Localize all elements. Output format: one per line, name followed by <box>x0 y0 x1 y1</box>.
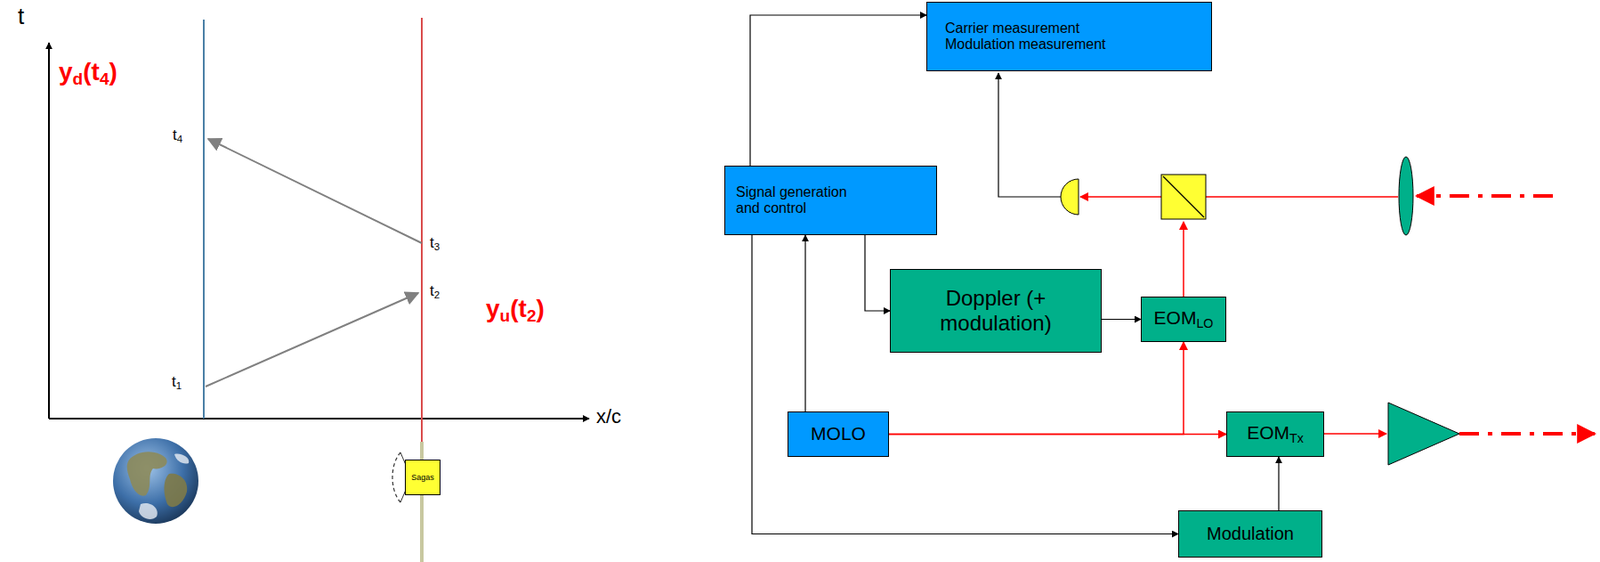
subscript-text: 4 <box>99 69 110 89</box>
node-text-block: MOLO <box>810 422 866 445</box>
optical-beam <box>1324 432 1387 435</box>
beam-splitter <box>1161 174 1206 219</box>
axis-label: t <box>171 372 177 390</box>
axis-label: y <box>58 57 73 86</box>
received-beam <box>1416 193 1553 198</box>
subscript-text: Tx <box>1289 430 1304 445</box>
space-axis <box>48 417 590 420</box>
transmitted-beam <box>1459 431 1595 436</box>
spacecraft-dish <box>392 452 406 502</box>
node-text-block: Sagas <box>411 472 435 482</box>
illustration <box>48 17 1595 562</box>
axis-label: (t <box>82 57 100 86</box>
axis-label: y <box>485 294 501 323</box>
axis-label-group: t1 <box>171 373 182 392</box>
modulator-box: EOMLO <box>1140 296 1227 342</box>
subscript-text: 1 <box>176 379 182 391</box>
axis-label: (t <box>509 294 527 323</box>
axis-label: ) <box>535 294 544 323</box>
optical-connector <box>888 341 1184 435</box>
signal-connector <box>864 234 890 311</box>
subscript-text: LO <box>1195 315 1213 331</box>
subscript-text: 4 <box>177 133 183 145</box>
earth-picture <box>113 437 199 524</box>
axis-label-group: yd(t4) <box>58 58 118 89</box>
spacecraft-box: Sagas <box>404 459 441 495</box>
subscript-text: d <box>72 69 84 89</box>
node-label: Modulation <box>1206 523 1294 544</box>
axis-label-group: t3 <box>429 234 440 253</box>
signal-connector <box>1277 456 1279 510</box>
signal-connector <box>1101 318 1141 320</box>
axis-label: t <box>172 126 178 144</box>
sagas-worldline <box>420 17 423 460</box>
node-text-block: EOMTx <box>1246 421 1304 445</box>
node-text-block: Carrier measurementModulation measuremen… <box>945 20 1107 54</box>
lens <box>1398 156 1414 235</box>
signal-connector <box>750 15 927 166</box>
signal-connector <box>751 234 1179 534</box>
node-label: Doppler (+ modulation) <box>906 285 1085 335</box>
laser-box: MOLO <box>787 411 889 457</box>
axis-label: t <box>429 282 435 299</box>
modulator-box: EOMTx <box>1226 411 1325 457</box>
node-label: MOLO <box>810 422 866 445</box>
subscript-text: 3 <box>434 241 440 252</box>
node-label: Carrier measurement <box>945 20 1107 37</box>
subscript-text: 2 <box>434 289 440 300</box>
doppler-box: Doppler (+ modulation) <box>889 268 1102 353</box>
node-text-block: Modulation <box>1206 523 1294 544</box>
axis-label-group: t2 <box>429 282 440 301</box>
node-text-block: Doppler (+ modulation) <box>906 285 1085 335</box>
time-axis <box>48 42 50 419</box>
axis-label-group: yu(t2) <box>485 295 545 326</box>
modulation-box: Modulation <box>1178 509 1323 558</box>
control-box: Signal generation and control <box>724 165 938 235</box>
node-label: EOM <box>1246 421 1290 443</box>
axis-label: t <box>17 2 25 30</box>
node-label: Modulation measurement <box>945 36 1107 53</box>
amplifier <box>1388 402 1460 465</box>
axis-label-group: t4 <box>172 127 183 146</box>
uplink-ray <box>205 292 419 387</box>
axis-label: t <box>429 234 435 251</box>
optical-beam <box>1080 195 1398 198</box>
photodetector <box>1060 178 1079 215</box>
signal-connector <box>804 234 806 412</box>
subscript-text: u <box>500 306 511 325</box>
optical-beam <box>1182 221 1185 297</box>
connector-layer <box>750 15 1279 534</box>
signal-wire <box>998 72 1061 197</box>
downlink-ray <box>208 138 422 243</box>
subscript-text: 2 <box>526 306 537 325</box>
earth-worldline <box>202 19 205 419</box>
node-label: Sagas <box>411 472 435 482</box>
axis-label-group: t <box>17 3 25 30</box>
spacecraft-strut <box>420 441 424 460</box>
measurement-box: Carrier measurementModulation measuremen… <box>926 1 1213 72</box>
node-text-block: EOMLO <box>1154 307 1214 331</box>
node-label: EOM <box>1154 307 1197 328</box>
node-label: Signal generation and control <box>735 184 870 218</box>
beam-splitter <box>1163 176 1205 218</box>
axis-label: x/c <box>596 404 622 428</box>
node-text-block: Signal generation and control <box>735 184 870 218</box>
spacecraft-strut <box>420 494 424 562</box>
axis-label-group: x/c <box>596 405 622 428</box>
axis-label: ) <box>108 57 117 86</box>
